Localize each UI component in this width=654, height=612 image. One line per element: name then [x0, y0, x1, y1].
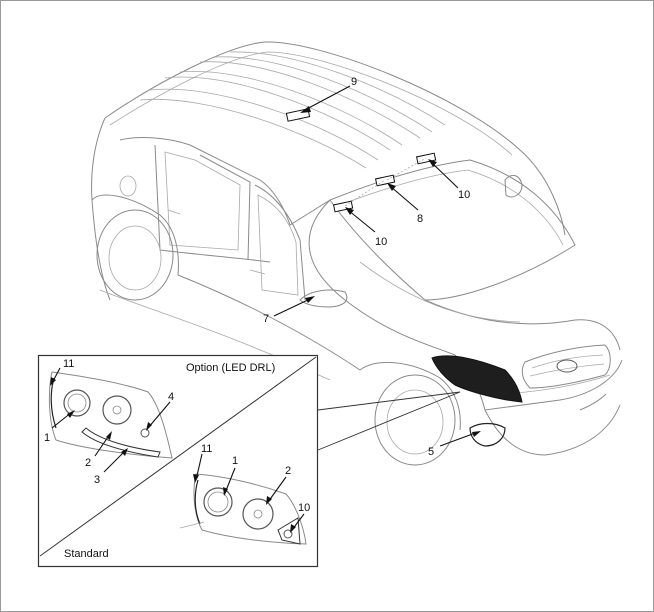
- standard-headlamp-unit: [179, 473, 307, 545]
- option-callout-1: 1: [44, 410, 75, 444]
- vehicle-drawing: [91, 41, 623, 466]
- vanity-lamp-marker-right: [415, 152, 437, 165]
- option-callout-4: 4: [146, 391, 174, 431]
- standard-label: Standard: [64, 548, 109, 560]
- callout-5: 5: [428, 431, 481, 458]
- callout-10-left: 10: [345, 207, 387, 248]
- svg-text:2: 2: [85, 457, 91, 469]
- callout-7-label: 7: [263, 313, 269, 325]
- standard-callout-10: 10: [290, 502, 310, 533]
- svg-text:4: 4: [168, 391, 174, 403]
- svg-text:3: 3: [94, 474, 100, 486]
- callout-5-label: 5: [428, 446, 434, 458]
- callout-8-label: 8: [417, 213, 423, 225]
- standard-callout-1: 1: [223, 455, 238, 496]
- svg-text:10: 10: [298, 502, 310, 514]
- svg-text:11: 11: [201, 443, 212, 455]
- svg-text:2: 2: [285, 465, 291, 477]
- callout-8: 8: [387, 183, 423, 225]
- callout-10-right-label: 10: [458, 189, 470, 201]
- callout-10-left-label: 10: [375, 236, 387, 248]
- standard-callout-11: 11: [193, 443, 212, 483]
- callout-7: 7: [263, 296, 315, 325]
- svg-text:11: 11: [63, 358, 74, 370]
- callout-9-label: 9: [351, 76, 357, 88]
- option-led-drl-label: Option (LED DRL): [186, 362, 275, 374]
- option-callout-3: 3: [94, 448, 128, 486]
- map-lamp-marker: [374, 174, 396, 187]
- callout-9: 9: [300, 76, 357, 113]
- headlamp-detail-inset: Option (LED DRL) Standard 11 1: [37, 354, 319, 568]
- callout-10-right: 10: [428, 159, 470, 201]
- svg-text:1: 1: [232, 455, 238, 467]
- option-callout-2: 2: [85, 431, 112, 469]
- standard-callout-2: 2: [266, 465, 291, 505]
- option-callout-11: 11: [50, 358, 74, 386]
- vanity-lamp-marker-left: [332, 200, 354, 213]
- svg-text:1: 1: [44, 432, 50, 444]
